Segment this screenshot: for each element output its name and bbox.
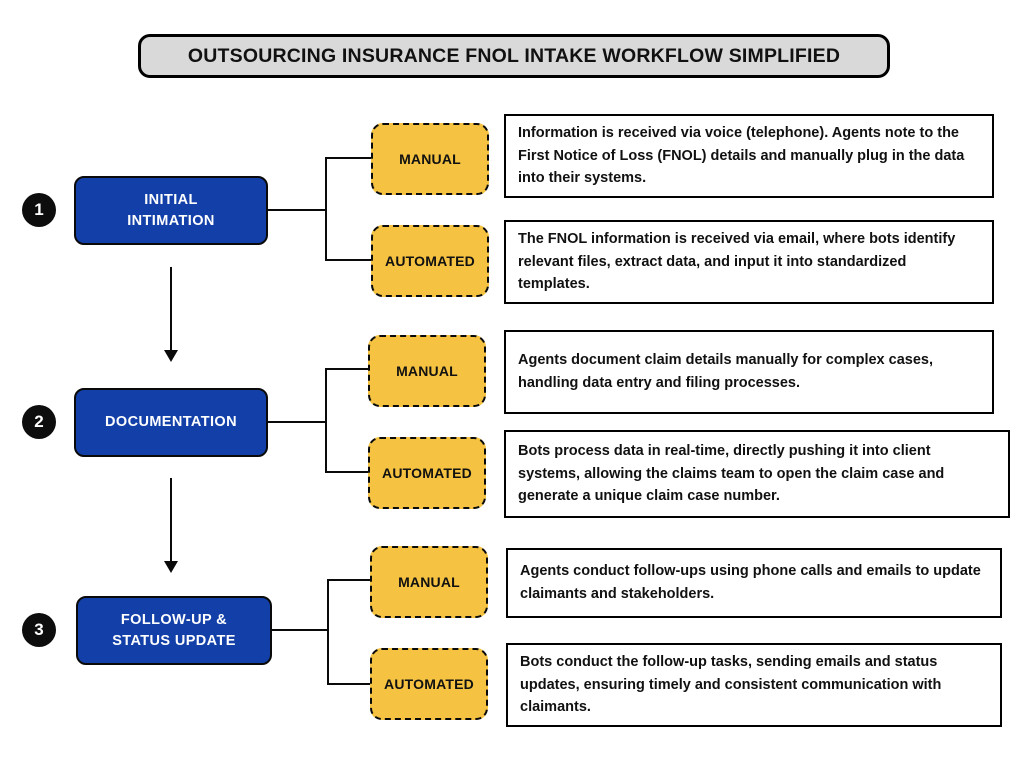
stage-box-follow-up-status-update[interactable]: FOLLOW-UP & STATUS UPDATE xyxy=(76,596,272,665)
stage-number-badge-2: 2 xyxy=(22,405,56,439)
connector-spine-2 xyxy=(325,369,327,473)
diagram-title-banner: OUTSOURCING INSURANCE FNOL INTAKE WORKFL… xyxy=(138,34,890,78)
connector-arm-2-manual xyxy=(325,368,370,370)
connector-stub-1 xyxy=(268,209,326,211)
connector-arm-3-automated xyxy=(327,683,372,685)
description-box-3-automated: Bots conduct the follow-up tasks, sendin… xyxy=(506,643,1002,727)
connector-spine-1 xyxy=(325,158,327,261)
description-text-2-manual: Agents document claim details manually f… xyxy=(518,352,933,391)
connector-arm-1-manual xyxy=(325,157,373,159)
flow-arrow-shaft-1-to-2 xyxy=(170,267,172,352)
description-text-1-automated: The FNOL information is received via ema… xyxy=(518,231,956,293)
stage-label-2: DOCUMENTATION xyxy=(105,414,237,431)
stage-label-3: FOLLOW-UP & STATUS UPDATE xyxy=(112,611,236,649)
mode-box-2-automated[interactable]: AUTOMATED xyxy=(368,437,486,509)
description-box-2-manual: Agents document claim details manually f… xyxy=(504,330,994,414)
mode-label-1-automated: AUTOMATED xyxy=(385,253,475,269)
diagram-title: OUTSOURCING INSURANCE FNOL INTAKE WORKFL… xyxy=(187,44,841,67)
flow-arrow-head-2-to-3 xyxy=(164,561,178,573)
mode-label-1-manual: MANUAL xyxy=(399,151,461,167)
flow-arrow-shaft-2-to-3 xyxy=(170,478,172,563)
mode-label-3-automated: AUTOMATED xyxy=(384,676,474,692)
mode-box-3-manual[interactable]: MANUAL xyxy=(370,546,488,618)
description-box-2-automated: Bots process data in real-time, directly… xyxy=(504,430,1010,518)
stage-box-documentation[interactable]: DOCUMENTATION xyxy=(74,388,268,457)
connector-stub-3 xyxy=(272,629,328,631)
mode-box-3-automated[interactable]: AUTOMATED xyxy=(370,648,488,720)
mode-box-1-automated[interactable]: AUTOMATED xyxy=(371,225,489,297)
mode-label-3-manual: MANUAL xyxy=(398,574,460,590)
stage-number-badge-3: 3 xyxy=(22,613,56,647)
connector-arm-1-automated xyxy=(325,259,373,261)
description-box-3-manual: Agents conduct follow-ups using phone ca… xyxy=(506,548,1002,618)
mode-label-2-manual: MANUAL xyxy=(396,363,458,379)
description-text-3-manual: Agents conduct follow-ups using phone ca… xyxy=(520,563,981,602)
description-text-1-manual: Information is received via voice (telep… xyxy=(518,125,965,187)
mode-label-2-automated: AUTOMATED xyxy=(382,465,472,481)
description-text-2-automated: Bots process data in real-time, directly… xyxy=(518,443,945,505)
connector-arm-3-manual xyxy=(327,579,372,581)
connector-arm-2-automated xyxy=(325,471,370,473)
stage-box-initial-intimation[interactable]: INITIAL INTIMATION xyxy=(74,176,268,245)
stage-number-badge-1: 1 xyxy=(22,193,56,227)
connector-spine-3 xyxy=(327,580,329,684)
description-box-1-automated: The FNOL information is received via ema… xyxy=(504,220,994,304)
description-box-1-manual: Information is received via voice (telep… xyxy=(504,114,994,198)
connector-stub-2 xyxy=(268,421,326,423)
stage-label-1: INITIAL INTIMATION xyxy=(127,191,215,229)
mode-box-2-manual[interactable]: MANUAL xyxy=(368,335,486,407)
description-text-3-automated: Bots conduct the follow-up tasks, sendin… xyxy=(520,654,942,716)
flow-arrow-head-1-to-2 xyxy=(164,350,178,362)
mode-box-1-manual[interactable]: MANUAL xyxy=(371,123,489,195)
